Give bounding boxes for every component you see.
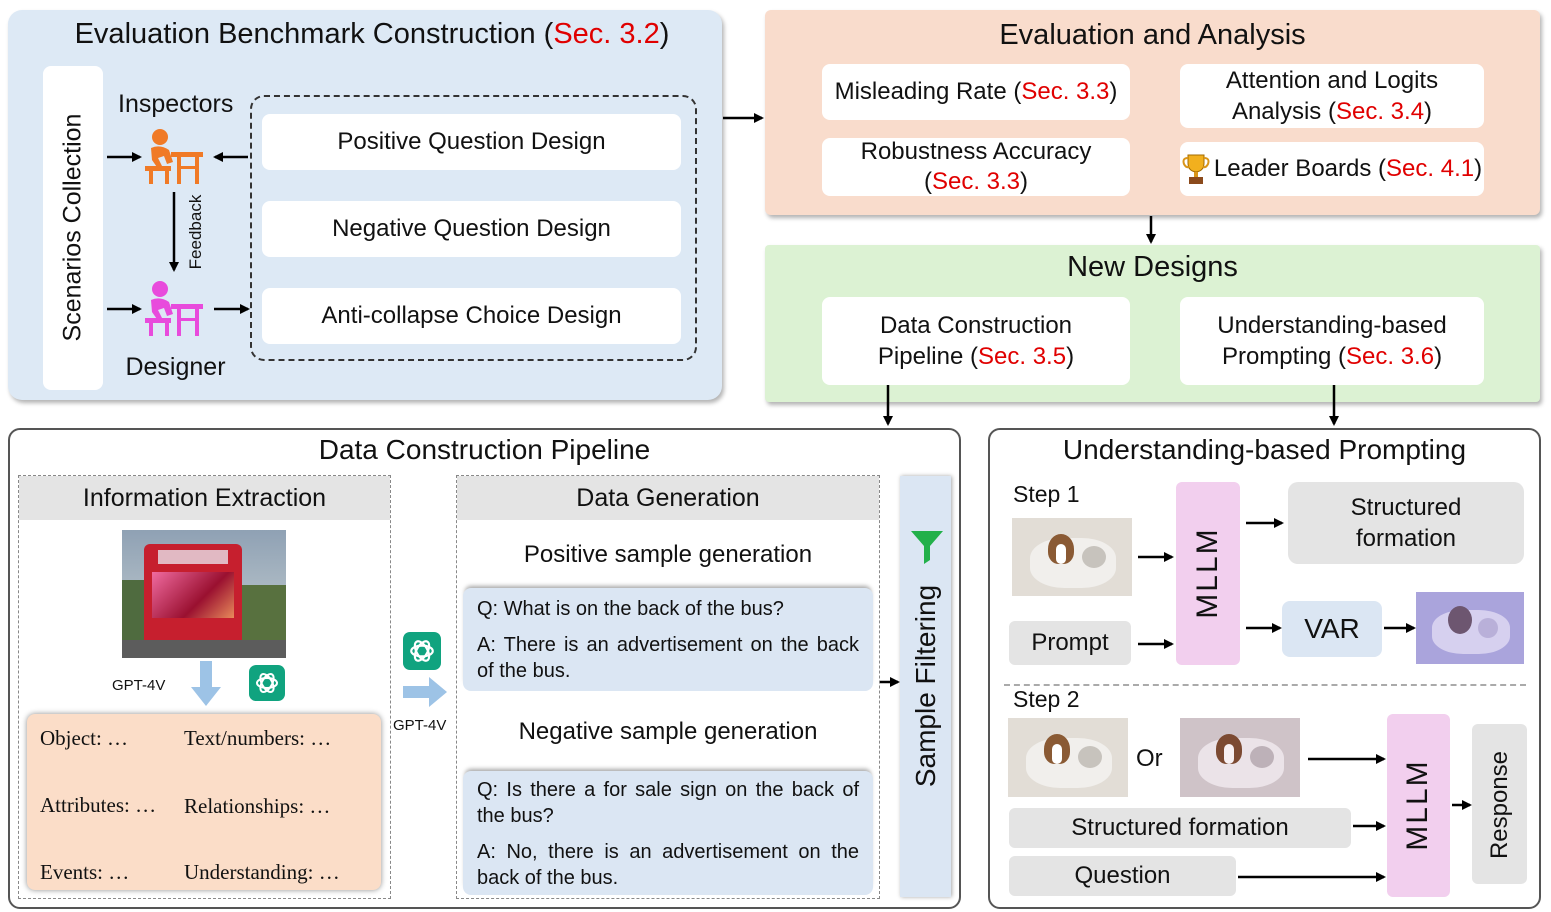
question-box: Question (1009, 856, 1236, 896)
positive-sample-bubble: Q: What is on the back of the bus? A: Th… (463, 588, 873, 691)
negative-question: Q: Is there a for sale sign on the back … (477, 779, 859, 827)
right-arrow-icon (403, 677, 447, 707)
negative-sample-title: Negative sample generation (518, 718, 818, 745)
new-designs-title: New Designs (1067, 251, 1238, 283)
prompting-panel (988, 428, 1541, 909)
structured-formation-box: Structured formation (1288, 482, 1524, 564)
field-text-numbers: Text/numbers: … (184, 726, 332, 750)
filter-funnel-icon (911, 531, 943, 564)
dog-cat-photo-2 (1008, 718, 1128, 797)
step-divider (1004, 684, 1526, 686)
inspector-person-icon (145, 129, 203, 184)
field-attributes: Attributes: … (40, 793, 157, 817)
designer-label: Designer (125, 353, 226, 381)
inspectors-label: Inspectors (118, 90, 234, 118)
prompting-title: Understanding-based Prompting (1062, 434, 1467, 465)
evaluation-title: Evaluation and Analysis (999, 19, 1306, 51)
openai-logo-icon-left (249, 665, 285, 701)
negative-question-design: Negative Question Design (262, 201, 681, 257)
scenarios-box: Scenarios Collection (43, 66, 103, 390)
robustness-accuracy-box: Robustness Accuracy(Sec. 3.3) (822, 138, 1130, 196)
dog-cat-photo-1 (1012, 518, 1132, 596)
positive-sample-title: Positive sample generation (523, 541, 813, 568)
gpt4v-label-left: GPT-4V (112, 677, 166, 694)
positive-question: Q: What is on the back of the bus? (477, 598, 784, 620)
step1-label: Step 1 (1013, 481, 1080, 507)
data-generation-group (456, 475, 880, 899)
info-extraction-group (18, 475, 391, 899)
field-relationships: Relationships: … (184, 794, 331, 818)
response-box (1472, 724, 1527, 884)
designs-dashed-group (250, 95, 697, 361)
misleading-rate-box: Misleading Rate (Sec. 3.3) (822, 64, 1130, 120)
extracted-fields-box (27, 714, 381, 890)
data-generation-header: Data Generation (457, 476, 879, 520)
or-label: Or (1136, 745, 1163, 772)
positive-question-design: Positive Question Design (262, 114, 681, 170)
bus-photo (122, 530, 286, 658)
field-understanding: Understanding: … (184, 860, 340, 884)
benchmark-title: Evaluation Benchmark Construction (Sec. … (74, 18, 670, 50)
mllm-box-step2 (1387, 714, 1450, 897)
gpt4v-label-middle: GPT-4V (393, 717, 447, 734)
field-object: Object: … (40, 726, 129, 750)
negative-answer: A: No, there is an advertisement on the … (477, 841, 859, 889)
var-box: VAR (1282, 601, 1382, 657)
designer-person-icon (145, 281, 203, 336)
positive-answer: A: There is an advertisement on the back… (477, 634, 859, 682)
pipeline-title: Data Construction Pipeline (318, 434, 651, 465)
structured-formation-box-2: Structured formation (1009, 808, 1351, 848)
anti-collapse-choice-design: Anti-collapse Choice Design (262, 288, 681, 344)
trophy-icon (1182, 154, 1210, 184)
var-photo (1416, 592, 1524, 664)
down-arrow-icon (191, 661, 221, 706)
prompt-box: Prompt (1009, 621, 1131, 665)
info-extraction-header: Information Extraction (19, 476, 390, 520)
step2-label: Step 2 (1013, 686, 1080, 712)
leader-boards-box: Leader Boards (Sec. 4.1) (1180, 142, 1484, 196)
negative-sample-bubble: Q: Is there a for sale sign on the back … (463, 771, 873, 895)
openai-logo-icon-middle (403, 632, 441, 670)
dog-cat-photo-highlighted (1180, 718, 1300, 797)
pipeline-panel (8, 428, 961, 909)
field-events: Events: … (40, 860, 130, 884)
mllm-box-step1 (1176, 482, 1240, 665)
